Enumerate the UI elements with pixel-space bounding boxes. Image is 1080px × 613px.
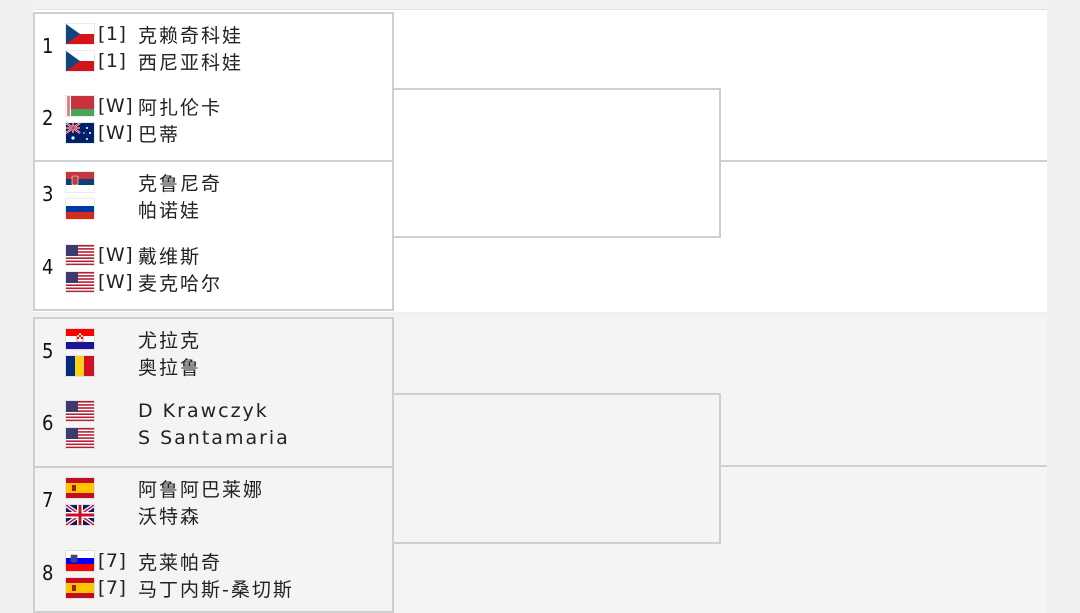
player-row[interactable]: D Krawczyk [66,399,269,423]
player-name[interactable]: 巴蒂 [138,123,181,146]
seed-label: [W] [98,244,134,266]
czech-flag-icon [66,51,94,71]
player-name[interactable]: 西尼亚科娃 [138,51,244,74]
usa-flag-icon [66,272,94,292]
player-row[interactable]: [1] 西尼亚科娃 [66,49,244,74]
player-name[interactable]: 戴维斯 [138,245,202,268]
player-row[interactable]: [W] 阿扎伦卡 [66,94,223,119]
player-name[interactable]: 尤拉克 [138,329,202,352]
player-row[interactable]: S Santamaria [66,426,290,450]
match-4[interactable]: 4 [W] 戴维斯 [W] 麦克哈尔 [33,233,393,307]
match-3[interactable]: 3 克鲁尼奇 帕诺娃 [33,160,393,234]
player-name[interactable]: 克鲁尼奇 [138,172,223,195]
round2-connector [392,88,721,238]
match-8[interactable]: 8 [7] 克莱帕奇 [7] 马丁内斯-桑切斯 [33,539,393,613]
match-number: 8 [42,561,54,585]
player-name[interactable]: 马丁内斯-桑切斯 [138,578,294,601]
seed-label: [1] [98,23,127,45]
player-name[interactable]: 麦克哈尔 [138,272,223,295]
player-row[interactable]: 帕诺娃 [66,197,202,222]
player-row[interactable]: [7] 克莱帕奇 [66,549,223,574]
czech-flag-icon [66,24,94,44]
slovenia-flag-icon [66,551,94,571]
match-number: 1 [42,34,54,58]
player-row[interactable]: [W] 戴维斯 [66,243,202,268]
usa-flag-icon [66,401,94,421]
player-name[interactable]: D Krawczyk [138,400,269,422]
match-5[interactable]: 5 尤拉克 奥拉鲁 [33,317,393,391]
seed-label: [W] [98,95,134,117]
player-name[interactable]: 克赖奇科娃 [138,24,244,47]
player-row[interactable]: [7] 马丁内斯-桑切斯 [66,576,294,601]
player-name[interactable]: 阿扎伦卡 [138,96,223,119]
player-row[interactable]: 沃特森 [66,503,202,528]
match-number: 2 [42,106,54,130]
match-number: 6 [42,411,54,435]
match-7[interactable]: 7 阿鲁阿巴莱娜 沃特森 [33,466,393,540]
seed-label: [7] [98,550,127,572]
player-name[interactable]: 克莱帕奇 [138,551,223,574]
player-name[interactable]: S Santamaria [138,427,290,449]
usa-flag-icon [66,428,94,448]
match-number: 7 [42,488,54,512]
match-6[interactable]: 6 D Krawczyk S Santamaria [33,389,393,463]
player-row[interactable]: 克鲁尼奇 [66,170,223,195]
player-row[interactable]: [1] 克赖奇科娃 [66,22,244,47]
match-number: 5 [42,339,54,363]
player-name[interactable]: 帕诺娃 [138,199,202,222]
player-row[interactable]: 阿鲁阿巴莱娜 [66,476,265,501]
match-number: 3 [42,182,54,206]
spain-flag-icon [66,578,94,598]
australia-flag-icon [66,123,94,143]
match-1[interactable]: 1 [1] 克赖奇科娃 [1] 西尼亚科娃 [33,12,393,86]
round3-connector [719,160,1047,162]
romania-flag-icon [66,356,94,376]
player-name[interactable]: 阿鲁阿巴莱娜 [138,478,265,501]
round2-connector [392,393,721,544]
player-name[interactable]: 沃特森 [138,505,202,528]
seed-label: [7] [98,577,127,599]
uk-flag-icon [66,505,94,525]
player-row[interactable]: 奥拉鲁 [66,354,202,379]
round3-connector [719,465,1047,467]
belarus-flag-icon [66,96,94,116]
seed-label: [W] [98,122,134,144]
match-2[interactable]: 2 [W] 阿扎伦卡 [W] 巴蒂 [33,84,393,158]
usa-flag-icon [66,245,94,265]
croatia-flag-icon [66,329,94,349]
player-row[interactable]: [W] 巴蒂 [66,121,181,146]
player-name[interactable]: 奥拉鲁 [138,356,202,379]
seed-label: [1] [98,50,127,72]
russia-flag-icon [66,199,94,219]
match-number: 4 [42,255,54,279]
player-row[interactable]: [W] 麦克哈尔 [66,270,223,295]
player-row[interactable]: 尤拉克 [66,327,202,352]
bracket-section-bottom [33,315,1047,613]
spain-flag-icon [66,478,94,498]
top-divider [33,0,1047,10]
serbia-flag-icon [66,172,94,192]
seed-label: [W] [98,271,134,293]
